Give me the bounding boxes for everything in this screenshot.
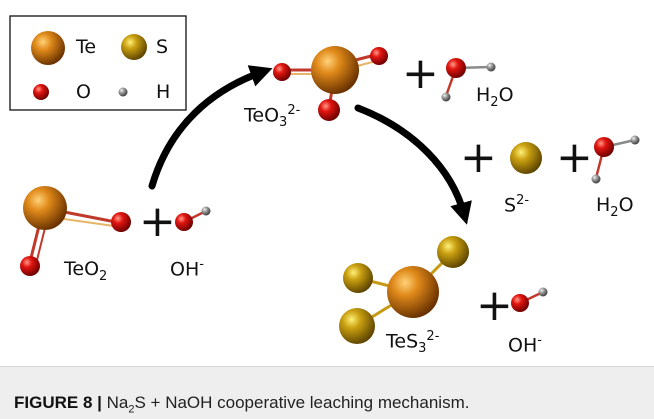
tes3-label: TeS32- xyxy=(386,329,440,357)
te-atom xyxy=(311,46,359,94)
sulfide-label: S2- xyxy=(504,193,530,217)
o-atom xyxy=(594,137,614,157)
teo2-label: TeO2 xyxy=(64,258,108,284)
caption-bar: FIGURE 8 | Na2S + NaOH cooperative leach… xyxy=(0,366,654,419)
hydroxide-ion-right xyxy=(511,287,548,312)
tes3-molecule xyxy=(339,236,469,344)
te-atom xyxy=(23,186,67,230)
plus-sign: + xyxy=(139,196,176,247)
o-atom xyxy=(20,256,40,276)
plus-sign: + xyxy=(402,48,439,99)
h-atom xyxy=(201,206,211,216)
o-atom xyxy=(318,99,340,121)
s-atom xyxy=(343,263,373,293)
legend-o-atom xyxy=(33,84,49,100)
teo2-molecule xyxy=(20,186,131,276)
s-atom xyxy=(339,308,375,344)
plus-sign: + xyxy=(460,132,497,183)
h-atom xyxy=(486,62,496,72)
te-atom xyxy=(387,266,439,318)
hydroxide-label-right: OH- xyxy=(508,333,542,357)
o-atom xyxy=(175,213,193,231)
s-atom xyxy=(437,236,469,268)
water-molecule-right xyxy=(591,135,640,184)
teo3-label: TeO32- xyxy=(244,103,301,131)
plus-sign: + xyxy=(476,280,513,331)
water-label-right: H2O xyxy=(596,194,634,220)
figure-number: FIGURE 8 | xyxy=(14,393,102,412)
arrow-teo3-to-tes3 xyxy=(354,104,472,225)
legend xyxy=(9,15,187,111)
legend-s-atom xyxy=(121,34,147,60)
plus-sign: + xyxy=(556,132,593,183)
hydroxide-ion-left xyxy=(175,206,211,231)
h-atom xyxy=(591,174,601,184)
water-label-top: H2O xyxy=(476,84,514,110)
o-atom xyxy=(446,58,466,78)
h-atom xyxy=(441,92,451,102)
teo3-molecule xyxy=(273,46,388,121)
arrow-teo2-to-teo3 xyxy=(148,65,273,190)
o-atom xyxy=(370,47,388,65)
o-atom xyxy=(273,63,291,81)
sulfide-ion xyxy=(510,142,542,174)
legend-te-atom xyxy=(31,31,65,65)
water-molecule-top xyxy=(441,58,496,102)
hydroxide-label-left: OH- xyxy=(170,257,204,281)
legend-h-label: H xyxy=(156,81,171,103)
figure-caption: FIGURE 8 | Na2S + NaOH cooperative leach… xyxy=(14,393,470,416)
h-atom xyxy=(538,287,548,297)
o-atom xyxy=(111,212,131,232)
h-atom xyxy=(630,135,640,145)
legend-s-label: S xyxy=(156,36,169,58)
o-atom xyxy=(511,294,529,312)
legend-o-label: O xyxy=(76,81,91,103)
legend-te-label: Te xyxy=(76,36,97,58)
legend-h-atom xyxy=(118,87,128,97)
